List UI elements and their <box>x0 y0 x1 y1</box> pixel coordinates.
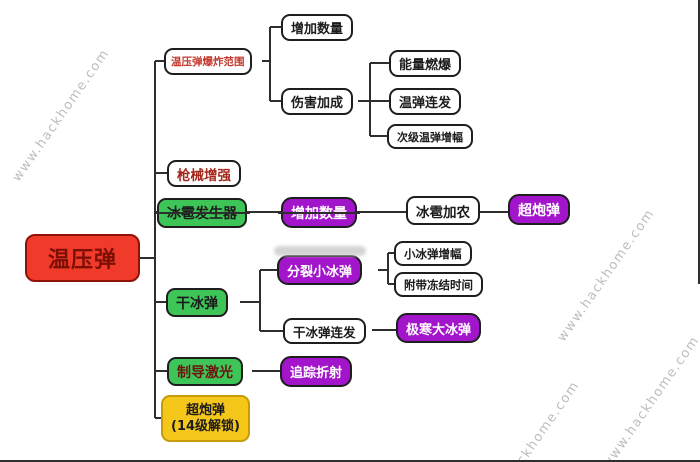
node-super-shell-unlock: 超炮弹 (14级解锁) <box>161 395 250 442</box>
node-root-thermobaric-bomb: 温压弹 <box>25 234 140 282</box>
node-secondary-warm-amp: 次级温弹增幅 <box>387 124 473 149</box>
node-add-count: 增加数量 <box>281 14 354 41</box>
node-super-shell-unlock-subtitle: (14级解锁) <box>171 418 240 434</box>
node-super-shell: 超炮弹 <box>508 194 570 225</box>
node-freeze-duration: 附带冻结时间 <box>394 272 483 297</box>
node-super-shell-unlock-title: 超炮弹 <box>185 402 225 418</box>
node-explosion-range: 温压弹爆炸范围 <box>164 48 252 75</box>
node-extreme-big-ice: 极寒大冰弹 <box>396 313 482 343</box>
node-gun-enhance: 枪械增强 <box>167 160 241 187</box>
smudge-mark <box>274 246 366 256</box>
bottom-edge-line <box>0 460 700 462</box>
node-hail-add-count: 增加数量 <box>281 197 357 228</box>
node-damage-bonus: 伤害加成 <box>281 88 354 115</box>
node-dry-ice-volley: 干冰弹连发 <box>283 318 366 344</box>
node-guided-laser: 制导激光 <box>167 357 243 386</box>
node-hail-generator: 冰雹发生器 <box>157 198 247 228</box>
node-tracking-refraction: 追踪折射 <box>280 356 353 387</box>
right-edge-line <box>698 0 700 284</box>
node-hail-cannon: 冰雹加农 <box>406 196 480 225</box>
node-small-ice-amp: 小冰弹增幅 <box>394 241 472 266</box>
node-dry-ice-bomb: 干冰弹 <box>166 288 228 317</box>
node-energy-burst: 能量燃爆 <box>389 50 462 77</box>
node-warm-bomb-volley: 温弹连发 <box>389 88 462 115</box>
node-split-small-ice: 分裂小冰弹 <box>277 255 363 285</box>
